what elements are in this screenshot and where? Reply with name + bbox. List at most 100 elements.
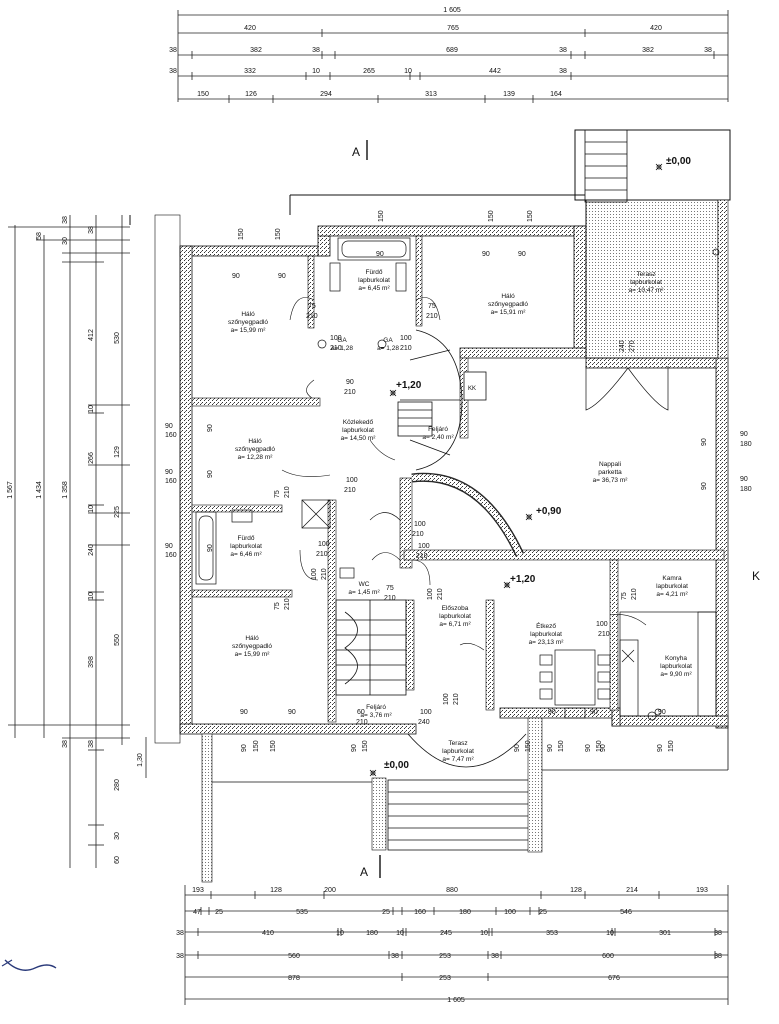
svg-text:90: 90 bbox=[740, 431, 748, 438]
svg-text:a= 6,71 m²: a= 6,71 m² bbox=[439, 621, 471, 628]
svg-text:75: 75 bbox=[274, 602, 281, 610]
svg-text:75: 75 bbox=[308, 303, 316, 310]
svg-text:214: 214 bbox=[626, 887, 638, 894]
svg-text:Nappali: Nappali bbox=[599, 461, 621, 468]
svg-text:353: 353 bbox=[546, 930, 558, 937]
chimney-label: KK bbox=[468, 386, 476, 392]
left-dim-total: 1 567 bbox=[7, 481, 14, 499]
svg-text:253: 253 bbox=[439, 953, 451, 960]
svg-text:100: 100 bbox=[418, 543, 430, 550]
chimney bbox=[463, 371, 487, 401]
left-dimension-labels: 1 567 1 434 1 358 38 58 30 38 412 10 266… bbox=[7, 216, 144, 864]
left-dimension-chain bbox=[8, 215, 147, 868]
level-living: +0,90 bbox=[536, 506, 562, 517]
outline-left bbox=[154, 214, 181, 744]
svg-text:90: 90 bbox=[165, 423, 173, 430]
svg-text:lapburkolat: lapburkolat bbox=[630, 279, 662, 286]
left-dim: 10 bbox=[88, 592, 95, 600]
top-dim: 420 bbox=[244, 25, 256, 32]
svg-text:210: 210 bbox=[384, 595, 396, 602]
svg-text:a= 1,28: a= 1,28 bbox=[377, 345, 399, 352]
svg-text:210: 210 bbox=[598, 631, 610, 638]
svg-text:10: 10 bbox=[396, 930, 404, 937]
svg-text:lapburkolat: lapburkolat bbox=[530, 631, 562, 638]
top-dim: 313 bbox=[425, 91, 437, 98]
left-dim: 129 bbox=[114, 446, 121, 458]
svg-text:160: 160 bbox=[165, 432, 177, 439]
svg-text:75: 75 bbox=[274, 490, 281, 498]
svg-text:150: 150 bbox=[596, 740, 603, 752]
top-dimension-chain bbox=[177, 10, 729, 102]
svg-text:90: 90 bbox=[165, 469, 173, 476]
svg-text:90: 90 bbox=[518, 251, 526, 258]
svg-text:lapburkolat: lapburkolat bbox=[442, 748, 474, 755]
svg-text:90: 90 bbox=[232, 273, 240, 280]
svg-text:Háló: Háló bbox=[245, 635, 259, 642]
top-dim: 38 bbox=[312, 47, 320, 54]
svg-text:a= 2,40 m²: a= 2,40 m² bbox=[422, 434, 454, 441]
svg-text:75: 75 bbox=[386, 585, 394, 592]
left-dim: 412 bbox=[88, 329, 95, 341]
svg-text:410: 410 bbox=[262, 930, 274, 937]
top-dim: 294 bbox=[320, 91, 332, 98]
svg-text:150: 150 bbox=[270, 740, 277, 752]
svg-text:210: 210 bbox=[344, 487, 356, 494]
svg-text:150: 150 bbox=[488, 210, 495, 222]
svg-text:90: 90 bbox=[657, 744, 664, 752]
left-dim: 30 bbox=[114, 832, 121, 840]
svg-text:193: 193 bbox=[696, 887, 708, 894]
svg-text:38: 38 bbox=[491, 953, 499, 960]
svg-text:100: 100 bbox=[318, 541, 330, 548]
opening-labels: 90 150 90 150 90 150 90 150 90 150 75 210 75 21… bbox=[165, 210, 752, 752]
svg-text:253: 253 bbox=[439, 975, 451, 982]
building-outline bbox=[129, 194, 585, 225]
svg-text:180: 180 bbox=[366, 930, 378, 937]
terrace-arc bbox=[407, 733, 527, 768]
svg-text:lapburkolat: lapburkolat bbox=[230, 543, 262, 550]
living-terrace-door bbox=[585, 366, 669, 411]
opening-label: 240 bbox=[619, 340, 626, 352]
svg-text:560: 560 bbox=[288, 953, 300, 960]
svg-text:90: 90 bbox=[207, 544, 214, 552]
svg-text:90: 90 bbox=[240, 709, 248, 716]
svg-text:1 605: 1 605 bbox=[447, 997, 465, 1004]
svg-text:lapburkolat: lapburkolat bbox=[656, 583, 688, 590]
svg-text:210: 210 bbox=[356, 719, 368, 726]
svg-text:Étkező: Étkező bbox=[536, 621, 556, 630]
svg-text:90: 90 bbox=[548, 709, 556, 716]
svg-text:880: 880 bbox=[446, 887, 458, 894]
top-dim: 382 bbox=[642, 47, 654, 54]
svg-text:75: 75 bbox=[428, 303, 436, 310]
left-dim: 60 bbox=[114, 856, 121, 864]
svg-text:150: 150 bbox=[253, 740, 260, 752]
top-dim: 332 bbox=[244, 68, 256, 75]
svg-text:90: 90 bbox=[590, 709, 598, 716]
room-wc: WCa= 1,45 m² bbox=[348, 581, 380, 596]
section-mark-bottom: A bbox=[360, 865, 368, 879]
svg-text:38: 38 bbox=[176, 953, 184, 960]
svg-text:a= 15,99 m²: a= 15,99 m² bbox=[231, 327, 267, 334]
svg-text:90: 90 bbox=[351, 744, 358, 752]
svg-text:90: 90 bbox=[482, 251, 490, 258]
svg-text:60: 60 bbox=[357, 709, 365, 716]
svg-text:150: 150 bbox=[558, 740, 565, 752]
bottom-dimension-labels: 193 128 200 880 128 214 193 47 25 535 25… bbox=[176, 887, 722, 1004]
terrace-top-edge bbox=[717, 199, 729, 359]
svg-text:47: 47 bbox=[193, 909, 201, 916]
svg-text:100: 100 bbox=[400, 335, 412, 342]
svg-text:600: 600 bbox=[602, 953, 614, 960]
top-dimension-labels: 1 605 420 765 420 38 382 38 689 38 382 3… bbox=[169, 7, 712, 98]
svg-text:szőnyegpadló: szőnyegpadló bbox=[232, 643, 272, 650]
svg-text:100: 100 bbox=[330, 335, 342, 342]
svg-text:Háló: Háló bbox=[501, 293, 515, 300]
top-dim: 265 bbox=[363, 68, 375, 75]
level-symbols bbox=[369, 163, 720, 777]
